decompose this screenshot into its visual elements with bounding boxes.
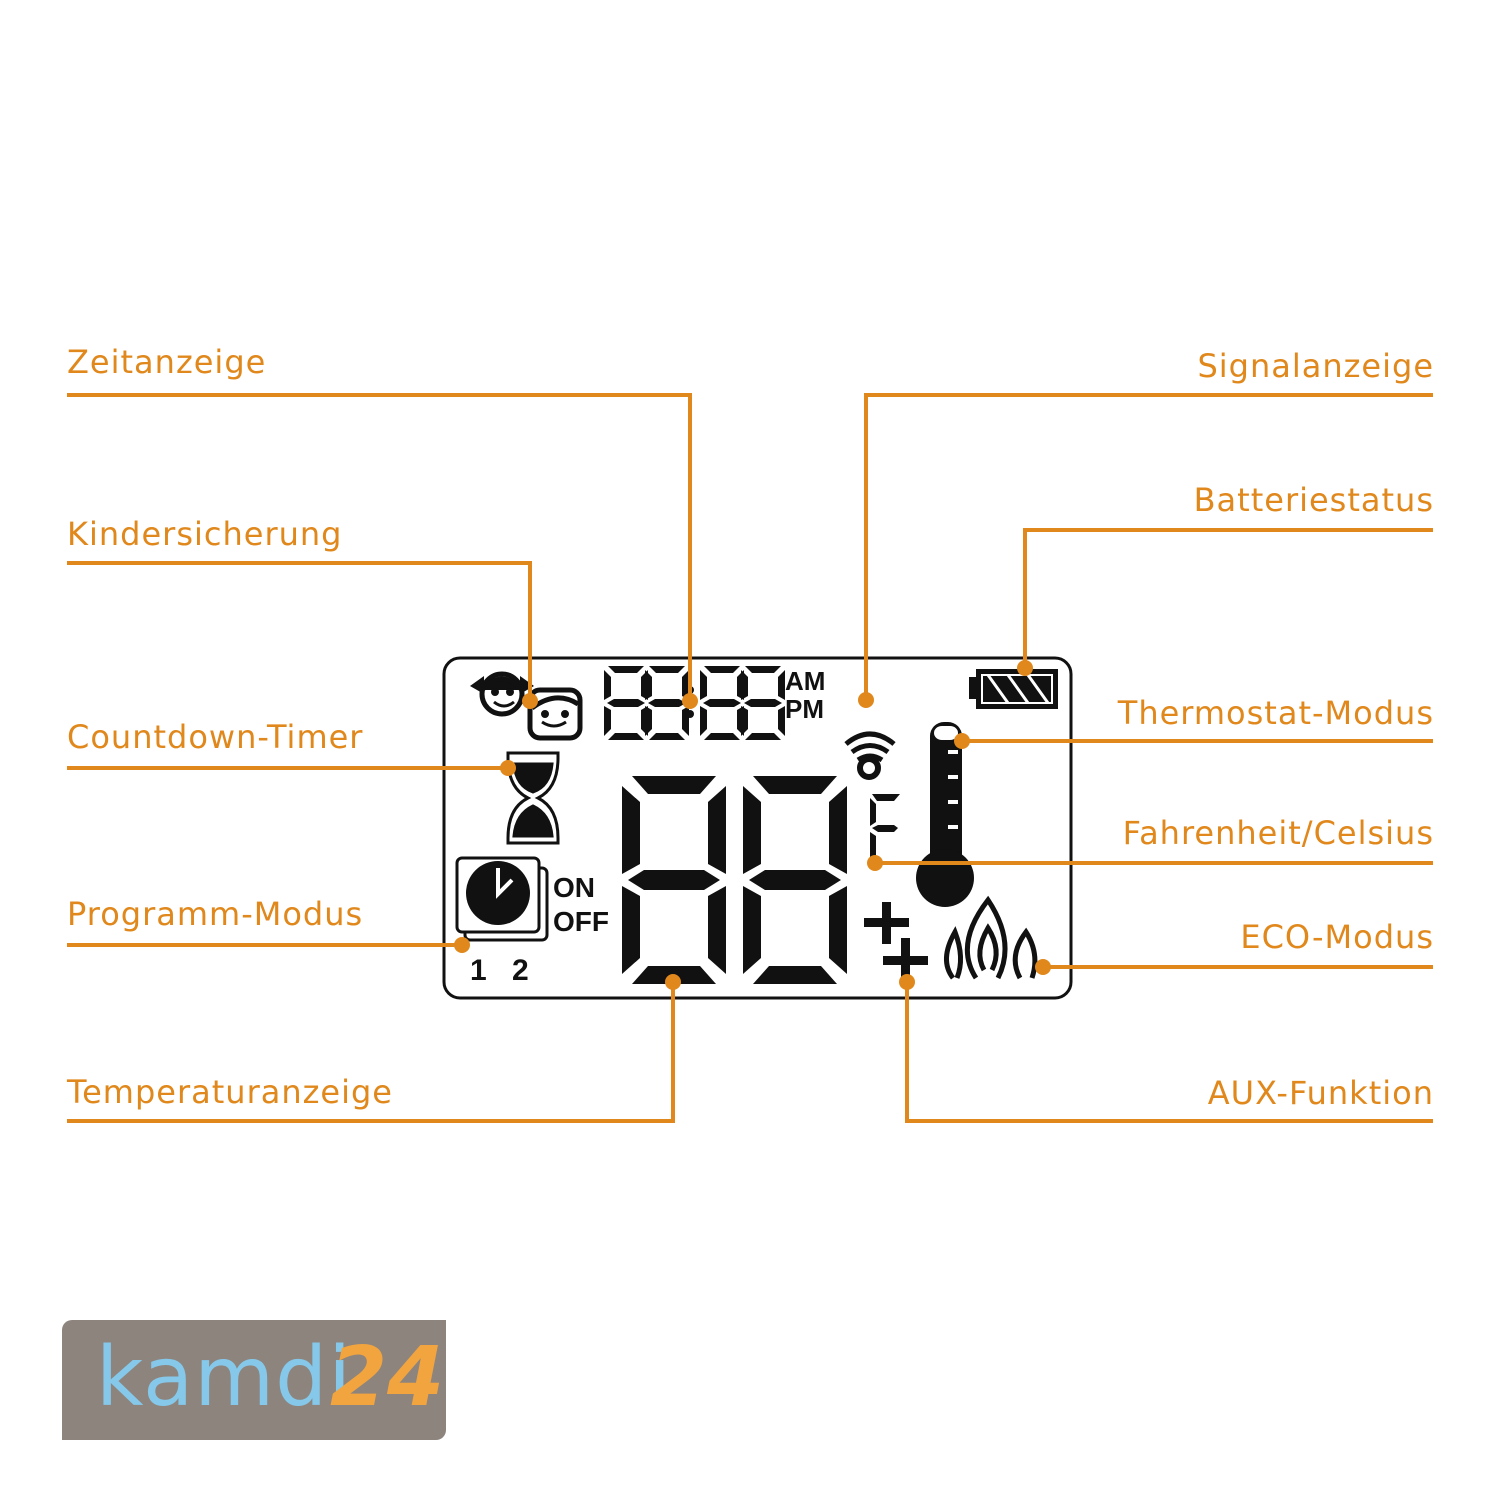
aux-plus-icon xyxy=(864,902,928,978)
label-kindersicherung: Kindersicherung xyxy=(67,515,343,553)
am-indicator: AM xyxy=(785,666,825,696)
program-on: ON xyxy=(553,872,595,903)
label-signalanzeige: Signalanzeige xyxy=(1197,347,1434,385)
child-lock-icon xyxy=(470,671,583,741)
kamdi24-logo: kamdi 24 xyxy=(62,1320,446,1440)
hourglass-icon xyxy=(506,751,560,845)
clock-program-icon xyxy=(455,856,549,942)
program-off: OFF xyxy=(553,906,609,937)
logo-brand-text: kamdi xyxy=(96,1330,353,1425)
temperature-display xyxy=(622,776,847,984)
lcd-frame xyxy=(442,656,1073,1000)
callout-lines xyxy=(67,393,1433,1123)
battery-icon xyxy=(969,669,1058,709)
label-temperaturanzeige: Temperaturanzeige xyxy=(67,1073,393,1111)
thermometer-icon xyxy=(916,722,974,907)
label-eco-modus: ECO-Modus xyxy=(1240,918,1434,956)
label-batteriestatus: Batteriestatus xyxy=(1193,481,1434,519)
label-fahrenheit-celsius: Fahrenheit/Celsius xyxy=(1122,814,1434,852)
logo-number: 24 xyxy=(330,1330,445,1425)
label-countdown-timer: Countdown-Timer xyxy=(67,718,364,756)
label-programm-modus: Programm-Modus xyxy=(67,895,364,933)
label-aux-funktion: AUX-Funktion xyxy=(1207,1074,1434,1112)
callout-dots xyxy=(454,660,1051,990)
label-thermostat-modus: Thermostat-Modus xyxy=(1117,694,1434,732)
unit-f-indicator xyxy=(870,794,900,862)
flame-eco-icon xyxy=(944,895,1038,980)
pm-indicator: PM xyxy=(785,694,824,724)
program-1: 1 xyxy=(470,954,487,987)
program-2: 2 xyxy=(512,954,529,987)
signal-icon xyxy=(844,731,896,780)
label-zeitanzeige: Zeitanzeige xyxy=(67,343,267,381)
